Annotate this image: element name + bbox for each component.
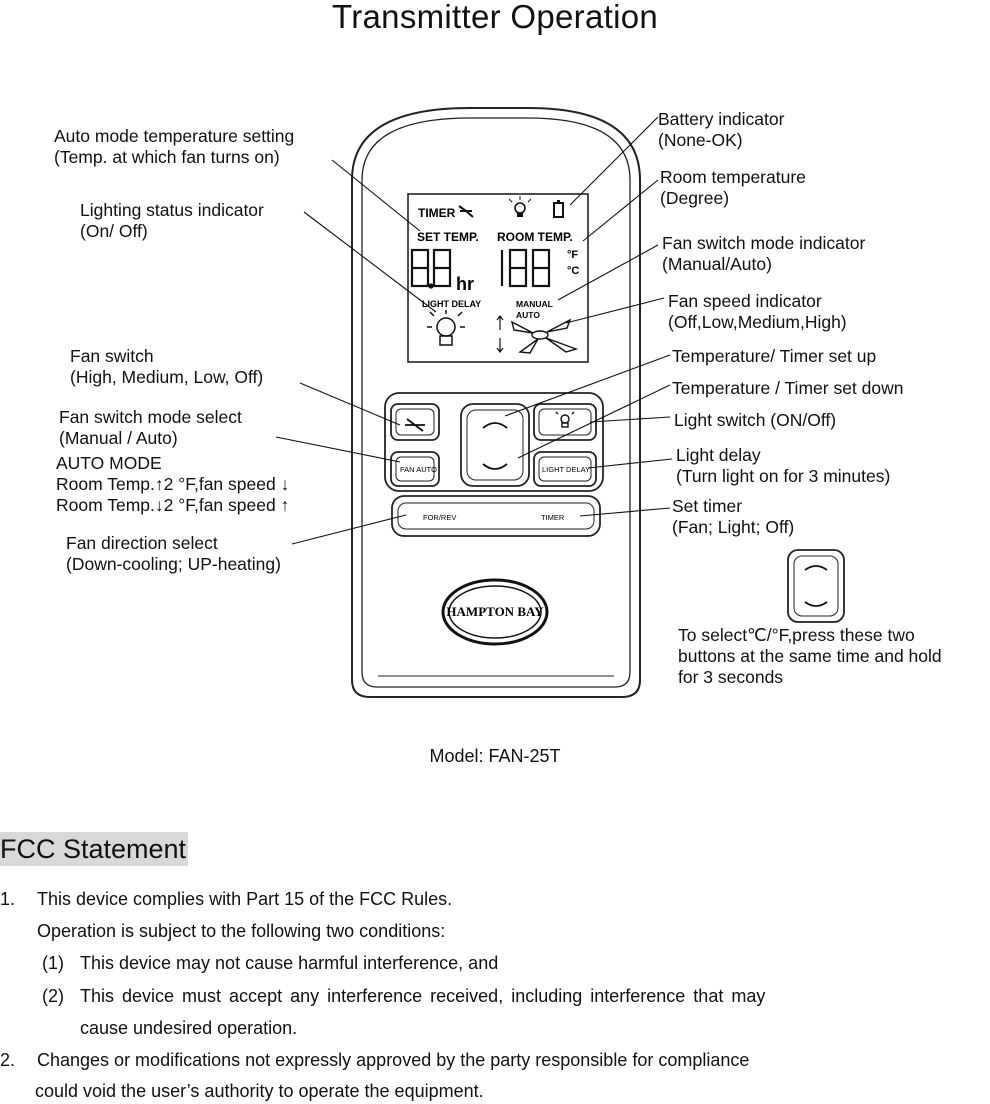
fcc-item1-num: 1.: [0, 889, 16, 909]
fcc-cond1-num: (1): [42, 953, 64, 973]
down-arrow-icon: [482, 463, 508, 470]
label-fan-switch: Fan switch(High, Medium, Low, Off): [70, 346, 264, 387]
lcd-timer-digits: [410, 248, 452, 289]
bottom-button-panel: [391, 495, 601, 537]
fcc-heading: FCC Statement: [0, 832, 189, 866]
fcc-cond2-num: (2): [42, 986, 64, 1006]
for-rev-label: FOR/REV: [423, 513, 456, 522]
lcd-manual: MANUAL: [516, 299, 553, 309]
page-title: Transmitter Operation: [331, 0, 659, 35]
fcc-item2-num: 2.: [0, 1050, 16, 1070]
lcd-unit-c: °C: [567, 265, 579, 277]
lcd-screen: [407, 193, 589, 363]
fan-switch-button: [390, 403, 440, 441]
logo-text: HAMPTON BAY: [446, 604, 544, 619]
label-room-temp: Room temperature(Degree): [660, 167, 806, 208]
unit-select-button: [787, 549, 845, 623]
fcc-item2-line2: could void the user’s authority to opera…: [35, 1081, 484, 1101]
remote-diagram: TIMER SET TEMP. ROOM TEMP. hr °F °C LIGH…: [275, 107, 845, 698]
lcd-fan-speed-icon: [510, 318, 579, 354]
fan-auto-button: [390, 451, 440, 487]
lcd-temp-digits: [500, 248, 551, 288]
label-light-delay: Light delay(Turn light on for 3 minutes): [676, 445, 891, 486]
label-fan-speed-indicator: Fan speed indicator(Off,Low,Medium,High): [668, 291, 847, 332]
fcc-item1-line1: This device complies with Part 15 of the…: [37, 889, 453, 909]
up-arrow-icon: [482, 422, 508, 429]
lcd-light-delay: LIGHT DELAY: [422, 299, 481, 309]
label-lighting-status: Lighting status indicator(On/ Off): [80, 200, 264, 241]
label-set-timer: Set timer(Fan; Light; Off): [672, 496, 795, 537]
lcd-bulb-icon: [508, 196, 532, 217]
light-delay-button: [533, 451, 597, 487]
label-temp-up: Temperature/ Timer set up: [672, 346, 877, 366]
label-battery: Battery indicator(None-OK): [658, 109, 785, 150]
lcd-set-temp: SET TEMP.: [417, 230, 479, 244]
label-fan-mode-indicator: Fan switch mode indicator(Manual/Auto): [662, 233, 866, 274]
up-down-button: [460, 403, 530, 487]
model-number: Model: FAN-25T: [429, 746, 561, 766]
fcc-cond2-line2: cause undesired operation.: [80, 1018, 298, 1038]
label-light-switch: Light switch (ON/Off): [674, 410, 837, 430]
light-bulb-icon: [555, 411, 575, 428]
fan-auto-label: FAN AUTO: [400, 465, 437, 474]
label-auto-temp: Auto mode temperature setting(Temp. at w…: [54, 126, 295, 167]
hampton-bay-logo: HAMPTON BAY: [441, 578, 549, 646]
label-fan-mode-select: Fan switch mode select(Manual / Auto): [59, 407, 242, 448]
for-rev-button: [397, 502, 595, 530]
button-panel: [384, 392, 604, 492]
fan-icon: [405, 418, 425, 432]
fcc-item1-line2: Operation is subject to the following tw…: [37, 921, 446, 941]
lcd-timer: TIMER: [418, 206, 456, 220]
label-temp-down: Temperature / Timer set down: [672, 378, 904, 398]
leader-lines: [275, 116, 673, 545]
label-fan-direction: Fan direction select(Down-cooling; UP-he…: [66, 533, 281, 574]
lcd-room-temp: ROOM TEMP.: [497, 230, 573, 244]
lcd-battery-icon: [553, 200, 564, 218]
lcd-arrows-icon: [496, 315, 504, 353]
fcc-cond2-line1: This device must accept any interference…: [80, 986, 766, 1006]
lcd-fan-icon: [458, 205, 474, 218]
lcd-hr: hr: [456, 274, 474, 294]
fcc-item2-line1: Changes or modifications not expressly a…: [37, 1050, 750, 1070]
timer-label: TIMER: [541, 513, 565, 522]
fcc-cond1: This device may not cause harmful interf…: [80, 953, 499, 973]
light-delay-label: LIGHT DELAY: [542, 465, 590, 474]
lcd-big-bulb-icon: [427, 310, 465, 346]
lcd-unit-f: °F: [567, 249, 578, 261]
lcd-auto: AUTO: [516, 310, 540, 320]
